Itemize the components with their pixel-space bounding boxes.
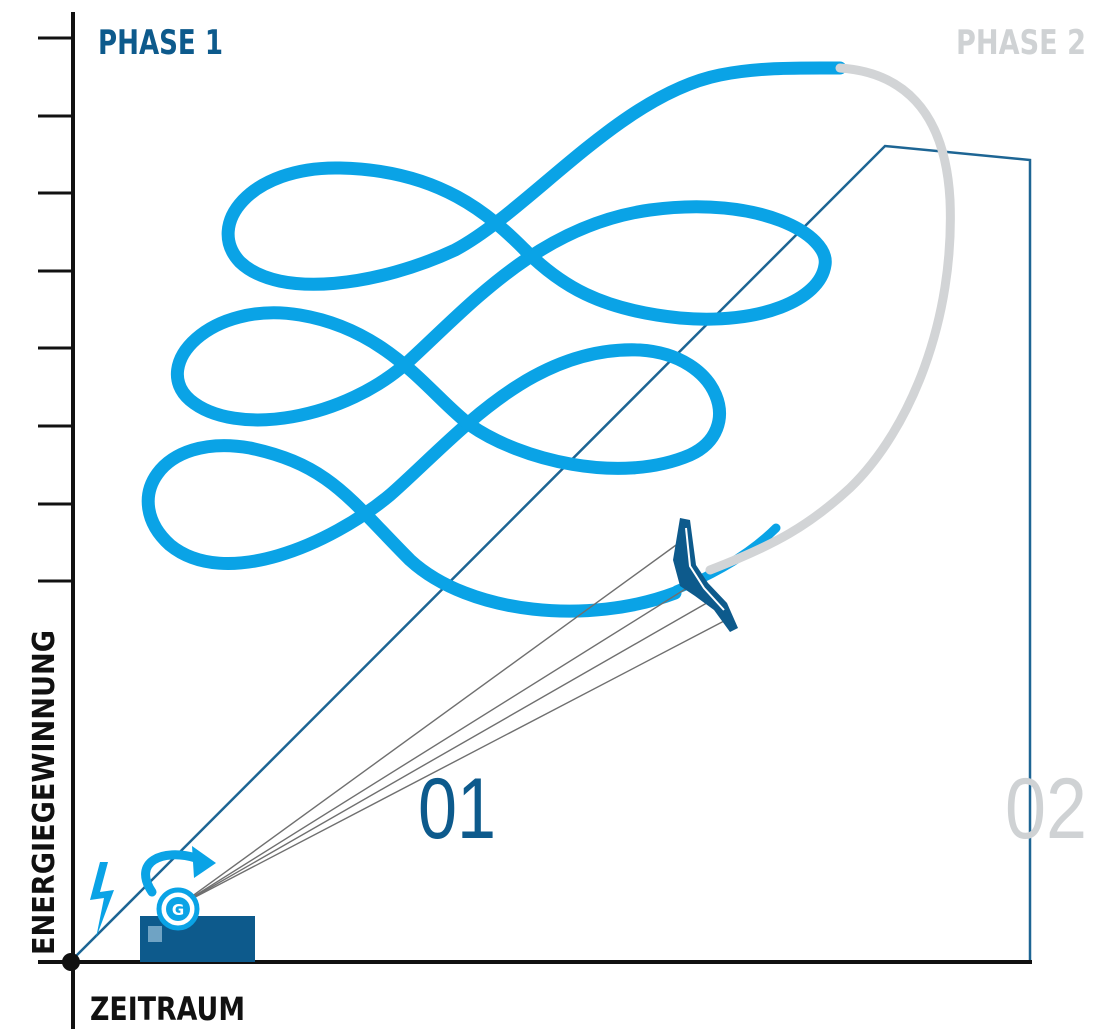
flight-path-middle-loop (171, 200, 832, 432)
flight-path-upper-loop (221, 61, 847, 291)
figure-eight-flight-path (141, 61, 847, 618)
origin-dot (62, 953, 80, 971)
y-axis-label: ENERGIEGEWINNUNG (27, 630, 62, 955)
rotation-arrow-head (192, 846, 216, 878)
tether-line (179, 539, 684, 906)
phase-1-label: PHASE 1 (98, 23, 223, 63)
return-path (705, 63, 955, 575)
kite-highlight (685, 527, 725, 611)
generator-core (166, 897, 190, 921)
ground-station (140, 916, 255, 962)
rotation-arrow-arc (141, 850, 201, 897)
tethers (179, 539, 727, 906)
phase-2-number: 02 (1005, 761, 1087, 857)
lightning-icon (90, 862, 114, 938)
phase-2-label: PHASE 2 (956, 23, 1086, 63)
generator-icon: G (156, 887, 200, 931)
ground-station-panel (148, 926, 162, 942)
tether-line (179, 577, 704, 906)
rotation-arrow-icon (141, 846, 216, 897)
y-axis-ticks (38, 36, 73, 583)
kite-canopy (673, 518, 738, 632)
phase-1-number: 01 (418, 761, 496, 857)
generator-label: G (172, 901, 184, 919)
tether-line (179, 619, 727, 906)
axes (38, 12, 1032, 1029)
kite-icon (673, 518, 738, 632)
energy-line (69, 144, 1032, 963)
tether-line (179, 599, 713, 906)
x-axis-label: ZEITRAUM (90, 990, 245, 1028)
flight-path-lower-loop (141, 343, 726, 618)
